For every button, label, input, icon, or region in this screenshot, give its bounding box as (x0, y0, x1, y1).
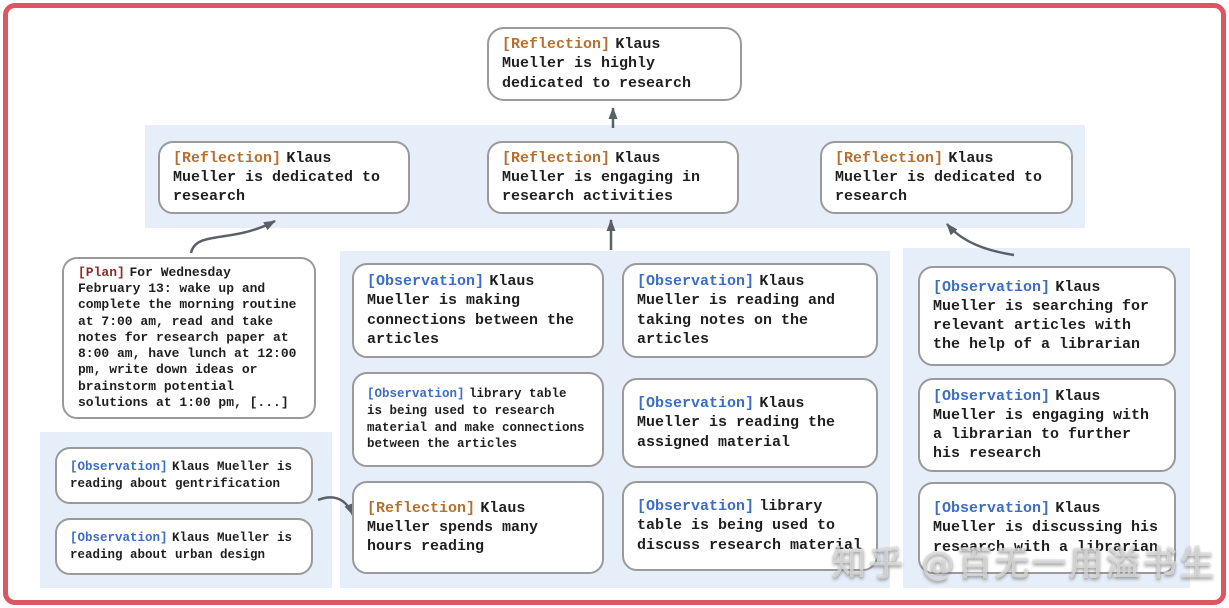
node-obs-urban-design: [Observation]Klaus Mueller is reading ab… (55, 518, 313, 575)
node-obs-connections: [Observation]Klaus Mueller is making con… (352, 263, 604, 358)
node-obs-librarian-search: [Observation]Klaus Mueller is searching … (918, 266, 1176, 366)
node-l2-left: [Reflection]Klaus Mueller is dedicated t… (158, 141, 410, 214)
memory-tag: [Reflection] (367, 499, 476, 517)
node-l2-center: [Reflection]Klaus Mueller is engaging in… (487, 141, 739, 214)
memory-tag: [Reflection] (835, 149, 944, 167)
memory-text: Klaus Mueller is dedicated to research (835, 149, 1043, 206)
memory-tag: [Observation] (70, 530, 168, 545)
zhihu-watermark: 知乎 @百无一用溢书生 (832, 544, 1217, 584)
node-reflection-hours-reading: [Reflection]Klaus Mueller spends many ho… (352, 481, 604, 574)
memory-tag: [Reflection] (502, 149, 611, 167)
node-root: [Reflection]Klaus Mueller is highly dedi… (487, 27, 742, 101)
memory-tag: [Observation] (637, 273, 755, 291)
memory-tag: [Observation] (367, 273, 485, 291)
memory-tag: [Observation] (637, 395, 755, 413)
memory-tag: [Observation] (933, 278, 1051, 296)
memory-text: Klaus Mueller is searching for relevant … (933, 278, 1150, 354)
memory-tag: [Observation] (367, 386, 465, 401)
node-obs-librarian-engage: [Observation]Klaus Mueller is engaging w… (918, 378, 1176, 472)
memory-text: Klaus Mueller is engaging with a librari… (933, 387, 1150, 463)
memory-tag: [Reflection] (502, 36, 611, 54)
node-l2-right: [Reflection]Klaus Mueller is dedicated t… (820, 141, 1073, 214)
memory-text: Klaus Mueller is reading about gentrific… (70, 459, 293, 491)
memory-text: Klaus Mueller is discussing his research… (933, 500, 1159, 556)
node-plan: [Plan]For Wednesday February 13: wake up… (62, 257, 316, 419)
memory-text: library table is being used to discuss r… (637, 498, 863, 554)
memory-text: Klaus Mueller is reading the assigned ma… (637, 395, 836, 451)
memory-tag: [Reflection] (173, 149, 282, 167)
memory-text: Klaus Mueller is reading about urban des… (70, 530, 293, 562)
memory-tag: [Observation] (933, 387, 1051, 405)
memory-text: For Wednesday February 13: wake up and c… (78, 264, 297, 410)
node-obs-taking-notes: [Observation]Klaus Mueller is reading an… (622, 263, 878, 358)
memory-text: Klaus Mueller is engaging in research ac… (502, 149, 701, 206)
memory-text: Klaus Mueller is making connections betw… (367, 273, 575, 348)
memory-tag: [Observation] (637, 498, 755, 516)
node-obs-assigned-material: [Observation]Klaus Mueller is reading th… (622, 378, 878, 468)
memory-tag: [Observation] (70, 459, 168, 474)
node-obs-gentrification: [Observation]Klaus Mueller is reading ab… (55, 447, 313, 504)
memory-tag: [Plan] (78, 264, 125, 280)
node-obs-library-discuss: [Observation]library table is being used… (622, 481, 878, 571)
memory-tag: [Observation] (933, 500, 1051, 518)
node-obs-librarian-discuss: [Observation]Klaus Mueller is discussing… (918, 482, 1176, 574)
memory-text: Klaus Mueller is dedicated to research (173, 149, 381, 206)
memory-text: Klaus Mueller is reading and taking note… (637, 273, 836, 348)
memory-text: Klaus Mueller is highly dedicated to res… (502, 36, 692, 92)
memory-text: library table is being used to research … (367, 386, 585, 452)
memory-text: Klaus Mueller spends many hours reading (367, 499, 539, 556)
node-obs-library-research: [Observation]library table is being used… (352, 372, 604, 467)
